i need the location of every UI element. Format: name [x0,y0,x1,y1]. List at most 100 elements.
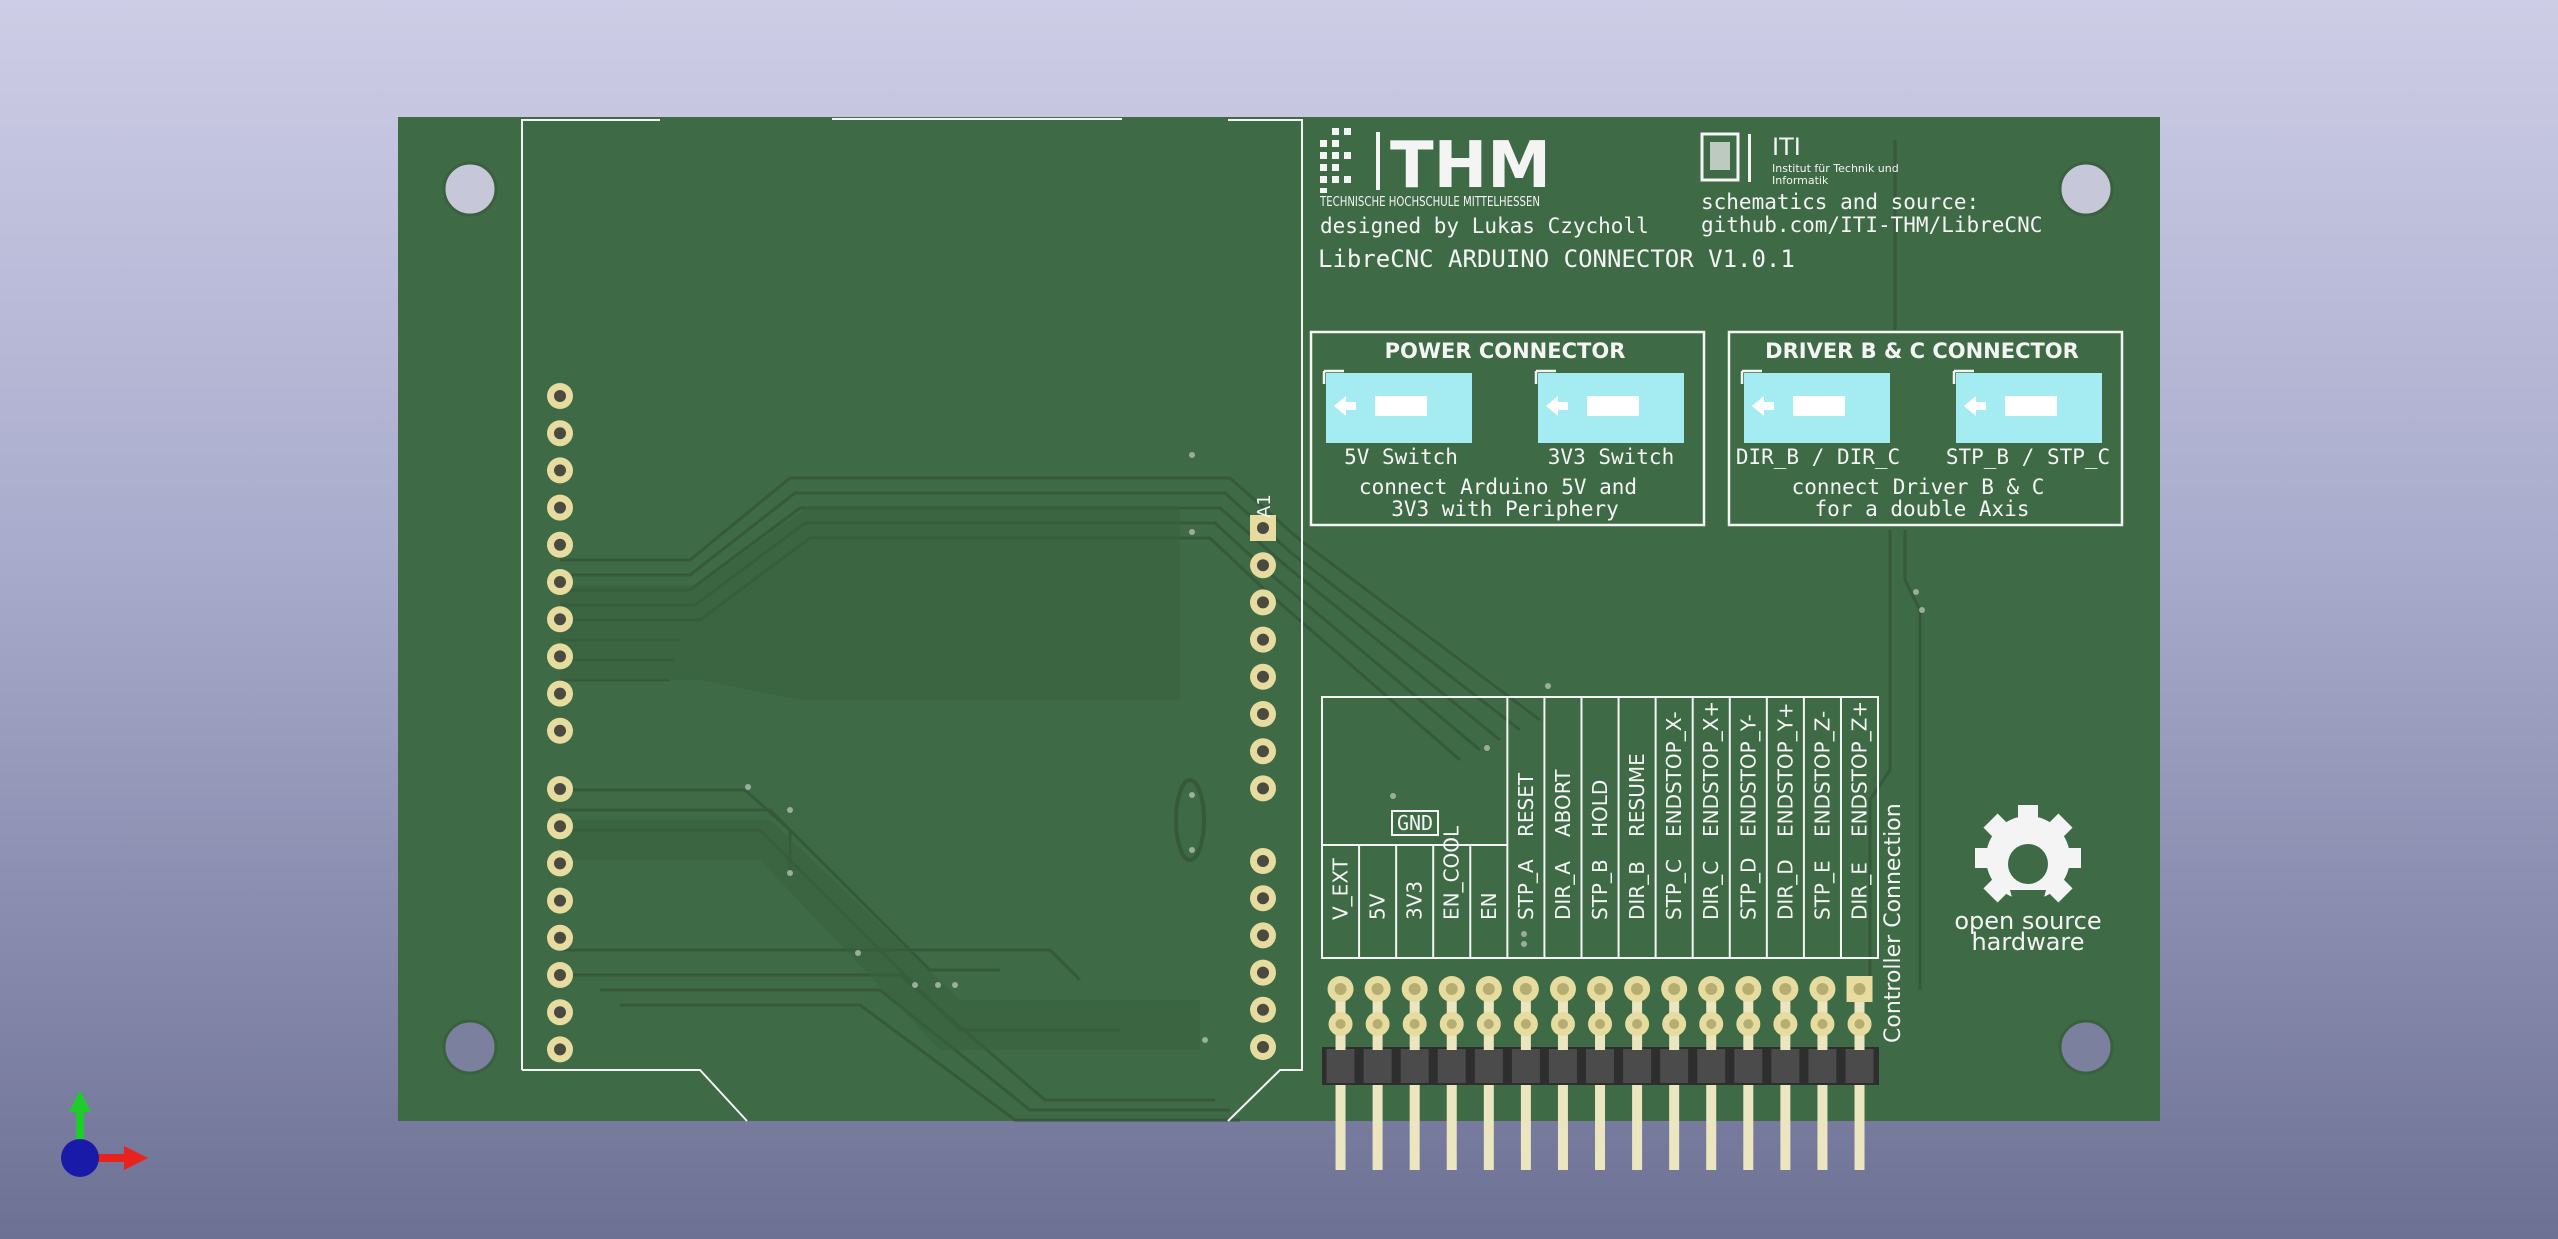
copper-fill-upper [560,505,1180,700]
z-axis-icon [61,1139,99,1177]
power-connector-title: POWER CONNECTOR [1385,339,1626,363]
board-title: LibreCNC ARDUINO CONNECTOR V1.0.1 [1318,245,1795,273]
iti-logo: ITI Institut für Technik und Informatik [1700,132,1899,187]
header-pin [1845,976,1874,1170]
arduino-outline [521,118,1303,1122]
pad [547,494,573,521]
power-note-line2: 3V3 with Periphery [1391,497,1619,521]
thm-logo-subtitle: TECHNISCHE HOCHSCHULE MITTELHESSEN [1319,195,1540,210]
arrow-left-icon [1964,396,1986,416]
pad [1250,626,1276,653]
switch-stp-b-c[interactable] [1952,369,2102,443]
source-line2: github.com/ITI-THM/LibreCNC [1701,213,2042,237]
switch-stp-label: STP_B / STP_C [1946,445,2110,469]
arrow-left-icon [1334,396,1356,416]
switch-dir-knob [1793,396,1845,416]
pin-label-bottom: DIR_C [1699,861,1723,920]
pad [1250,996,1276,1023]
header-pin [1808,976,1837,1170]
iti-logo-text: ITI [1772,133,1801,161]
copper-fill-lower [560,820,1200,1050]
oshw-logo: open source hardware [1954,805,2102,956]
switch-3v3-knob [1587,396,1639,416]
pad [1250,922,1276,949]
mounting-hole-bottom-left [442,1019,498,1075]
thm-logo: THM TECHNISCHE HOCHSCHULE MITTELHESSEN [1319,128,1551,210]
pin-label-top: RESET [1514,772,1538,837]
oshw-line1: open source [1954,907,2101,935]
header-pin [1697,976,1726,1170]
pad [1250,885,1276,912]
pin-label-bottom: EN_COOL [1440,825,1464,920]
power-note-line1: connect Arduino 5V and [1359,475,1637,499]
pad [547,924,573,951]
switch-5v-knob [1375,396,1427,416]
switch-3v3[interactable] [1534,369,1684,443]
pad [547,887,573,914]
pin-label-bottom: 5V [1366,893,1390,920]
pin-label-top: ABORT [1551,769,1575,837]
mounting-hole-top-left [442,161,498,217]
pad [547,999,573,1026]
pin-label-top: ENDSTOP_X- [1662,711,1686,837]
pad [1250,848,1276,874]
header-pin [1548,976,1577,1170]
header-pin [1326,976,1355,1170]
arduino-header-right-upper [1250,515,1276,802]
pin-a1-label: A1 [1254,494,1275,518]
pad [1250,1034,1276,1060]
header-pin [1437,976,1466,1170]
pin-label-bottom: DIR_D [1773,859,1797,920]
thm-logo-text: THM [1390,129,1551,203]
pad [547,606,573,633]
driver-connector-box: DRIVER B & C CONNECTOR DIR_B / DIR_C STP… [1727,330,2124,527]
pin-header [1322,976,1879,1170]
iti-logo-subline2: Informatik [1772,174,1829,187]
arduino-header-right-lower [1250,848,1276,1060]
pad [547,531,573,558]
driver-connector-title: DRIVER B & C CONNECTOR [1765,339,2079,363]
header-pin [1771,976,1800,1170]
switch-5v[interactable] [1322,369,1472,443]
pin-label-top: ENDSTOP_Y+ [1773,702,1797,837]
header-pin [1363,976,1392,1170]
switch-dir-b-c[interactable] [1740,369,1890,443]
pad [1250,552,1276,579]
pin-label-top: RESUME [1625,753,1649,837]
header-pin [1474,976,1503,1170]
axis-gizmo[interactable] [61,1090,148,1177]
pad [1250,515,1276,541]
driver-note-line1: connect Driver B & C [1792,475,2045,499]
pin-label-bottom: STP_A [1514,859,1538,920]
pad [547,813,573,840]
pin-label-bottom: DIR_A [1551,861,1575,920]
pin-label-top: ENDSTOP_Z+ [1848,701,1872,837]
gnd-label-box [1391,810,1439,836]
mounting-hole-bottom-right [2058,1019,2114,1075]
pin-label-bottom: V_EXT [1329,857,1353,920]
pad [1250,959,1276,986]
pin-label-bottom: 3V3 [1403,881,1427,920]
pin-label-bottom: STP_D [1736,858,1760,920]
pad [547,1036,573,1063]
switch-3v3-label: 3V3 Switch [1548,445,1674,469]
header-pin [1660,976,1689,1170]
gnd-label: GND [1397,811,1433,835]
controller-connection-label: Controller Connection [1881,803,1906,1043]
pad [547,383,573,409]
oshw-line2: hardware [1971,928,2084,956]
switch-dir-label: DIR_B / DIR_C [1736,445,1900,469]
pin-label-top: ENDSTOP_Z- [1810,711,1834,837]
pin-label-bottom: EN [1477,892,1501,920]
thm-logo-divider [1376,132,1380,190]
pin-label-bottom: STP_C [1662,859,1686,920]
power-connector-box: POWER CONNECTOR 5V Switch 3V3 Switch con… [1309,330,1706,527]
pin-label-bottom: STP_E [1810,860,1834,920]
pad [1250,663,1276,690]
thm-logo-dots [1320,128,1351,193]
arduino-header-left-lower [547,776,573,1063]
pad [547,717,573,744]
pin-label-top: HOLD [1588,780,1612,837]
